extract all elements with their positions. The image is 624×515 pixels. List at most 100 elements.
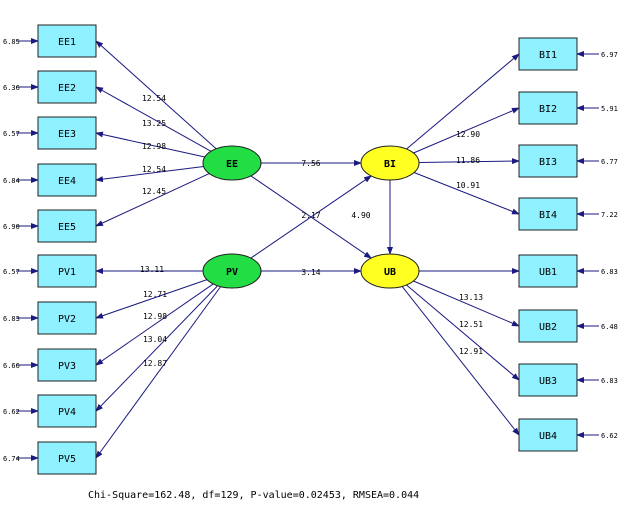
error-variance-ee5: 6.90: [3, 223, 20, 231]
loading-path-ee1: [95, 40, 217, 150]
loading-value-pv4: 13.04: [143, 335, 167, 344]
indicator-label-ee1: EE1: [58, 37, 76, 48]
loading-path-ub4: [401, 286, 520, 436]
structural-value-ee-bi: 7.56: [301, 159, 320, 168]
loading-path-ub2: [413, 280, 520, 327]
structural-path-pv-bi: [250, 175, 372, 259]
indicator-label-pv4: PV4: [58, 407, 76, 418]
loading-path-bi4: [413, 172, 520, 215]
latent-ellipse-ub[interactable]: [360, 253, 420, 289]
indicator-label-bi3: BI3: [539, 157, 557, 168]
latent-label-pv: PV: [226, 267, 238, 278]
loading-path-bi3: [418, 158, 520, 165]
loading-value-bi2: 12.90: [456, 130, 480, 139]
indicator-box-pv1[interactable]: [37, 254, 97, 288]
indicator-label-ub4: UB4: [539, 431, 557, 442]
latent-ellipse-pv[interactable]: [202, 253, 262, 289]
loading-path-ee5: [95, 173, 210, 227]
error-variance-bi4: 7.22: [601, 211, 618, 219]
indicator-box-pv2[interactable]: [37, 301, 97, 335]
error-variance-pv2: 6.83: [3, 315, 20, 323]
loading-path-pv4: [95, 285, 219, 412]
indicator-label-pv1: PV1: [58, 267, 76, 278]
loading-value-ee2: 13.25: [142, 119, 166, 128]
loading-value-bi4: 10.91: [456, 181, 480, 190]
indicator-box-ee1[interactable]: [37, 24, 97, 58]
indicator-box-bi4[interactable]: [518, 197, 578, 231]
indicator-box-ub2[interactable]: [518, 309, 578, 343]
error-variance-ub2: 6.48: [601, 323, 618, 331]
error-variance-pv5: 6.74: [3, 455, 20, 463]
indicator-label-pv2: PV2: [58, 314, 76, 325]
labels-layer: 6.8512.546.3613.256.5712.986.8412.546.90…: [3, 38, 618, 463]
error-variance-bi3: 6.77: [601, 158, 618, 166]
indicator-label-ub3: UB3: [539, 376, 557, 387]
loading-value-ub4: 12.91: [459, 347, 483, 356]
loading-path-bi1: [406, 53, 520, 150]
error-variance-bi1: 6.97: [601, 51, 618, 59]
structural-value-bi-ub: 4.90: [351, 211, 370, 220]
error-variance-ee4: 6.84: [3, 177, 20, 185]
latent-ellipse-bi[interactable]: [360, 145, 420, 181]
indicator-box-pv5[interactable]: [37, 441, 97, 475]
error-variance-ee3: 6.57: [3, 130, 20, 138]
loading-value-pv5: 12.87: [143, 359, 167, 368]
error-variance-pv4: 6.62: [3, 408, 20, 416]
indicator-box-ub4[interactable]: [518, 418, 578, 452]
indicator-label-ee3: EE3: [58, 129, 76, 140]
error-variance-pv3: 6.66: [3, 362, 20, 370]
loading-value-ee3: 12.98: [142, 142, 166, 151]
error-variance-ub4: 6.62: [601, 432, 618, 440]
loading-path-ub3: [406, 284, 520, 381]
error-variance-ee1: 6.85: [3, 38, 20, 46]
loading-path-ee2: [95, 86, 212, 152]
indicator-label-pv3: PV3: [58, 361, 76, 372]
indicator-label-pv5: PV5: [58, 454, 76, 465]
error-variance-ee2: 6.36: [3, 84, 20, 92]
loading-value-ee4: 12.54: [142, 165, 166, 174]
indicator-box-pv4[interactable]: [37, 394, 97, 428]
loading-value-pv2: 12.71: [143, 290, 167, 299]
indicator-box-bi1[interactable]: [518, 37, 578, 71]
indicator-label-ub2: UB2: [539, 322, 557, 333]
loading-path-ee3: [95, 131, 205, 158]
structural-value-ee-ub: 2.17: [301, 211, 320, 220]
indicator-label-bi1: BI1: [539, 50, 557, 61]
loading-value-bi3: 11.86: [456, 156, 480, 165]
indicator-box-bi3[interactable]: [518, 144, 578, 178]
indicator-label-ee4: EE4: [58, 176, 76, 187]
loading-path-pv2: [95, 279, 208, 319]
indicator-box-ee3[interactable]: [37, 116, 97, 150]
indicator-box-ee2[interactable]: [37, 70, 97, 104]
indicator-box-ub1[interactable]: [518, 254, 578, 288]
fit-statistics: Chi-Square=162.48, df=129, P-value=0.024…: [88, 490, 419, 501]
structural-value-pv-ub: 3.14: [301, 268, 320, 277]
indicator-box-pv3[interactable]: [37, 348, 97, 382]
indicator-label-ub1: UB1: [539, 267, 557, 278]
indicator-box-ee5[interactable]: [37, 209, 97, 243]
latent-label-bi: BI: [384, 159, 396, 170]
loading-path-pv3: [95, 283, 214, 366]
error-variance-pv1: 6.57: [3, 268, 20, 276]
error-variance-ub3: 6.83: [601, 377, 618, 385]
loading-value-ub2: 13.13: [459, 293, 483, 302]
loading-path-pv5: [95, 286, 222, 459]
error-variance-ub1: 6.83: [601, 268, 618, 276]
latent-label-ee: EE: [226, 159, 238, 170]
indicator-box-bi2[interactable]: [518, 91, 578, 125]
indicator-box-ee4[interactable]: [37, 163, 97, 197]
indicator-box-ub3[interactable]: [518, 363, 578, 397]
loading-path-ee4: [95, 166, 204, 183]
loading-value-ub3: 12.51: [459, 320, 483, 329]
loading-path-bi2: [413, 107, 520, 154]
latent-ellipse-ee[interactable]: [202, 145, 262, 181]
indicator-label-bi2: BI2: [539, 104, 557, 115]
error-variance-bi2: 5.91: [601, 105, 618, 113]
latent-label-ub: UB: [384, 267, 396, 278]
indicator-label-ee5: EE5: [58, 222, 76, 233]
indicator-label-ee2: EE2: [58, 83, 76, 94]
paths-layer: [16, 38, 599, 461]
loading-value-ee5: 12.45: [142, 187, 166, 196]
